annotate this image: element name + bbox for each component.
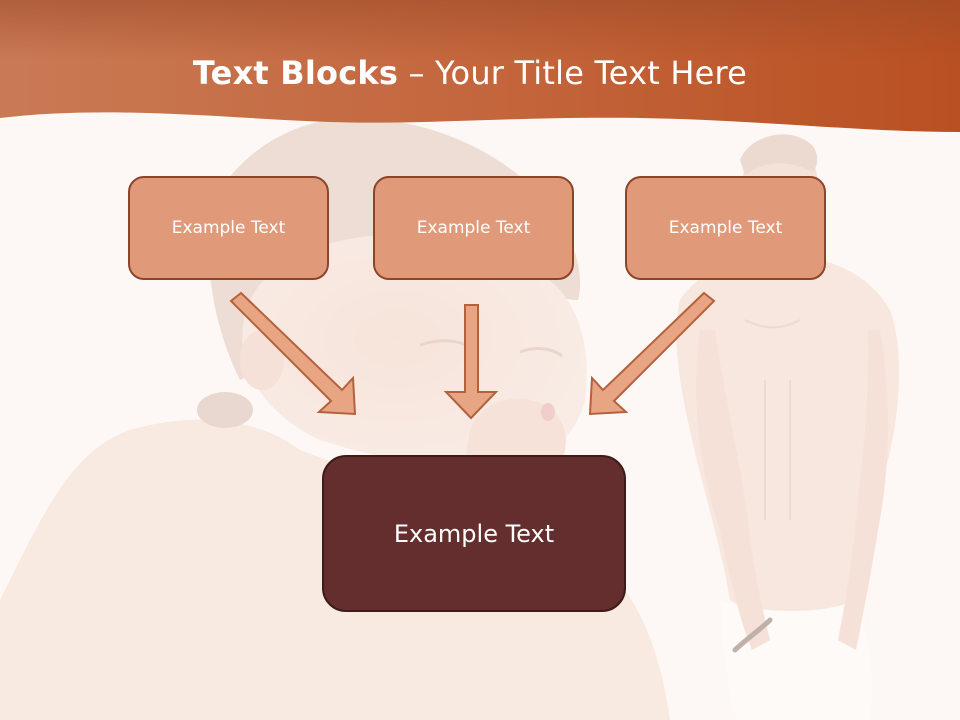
text-box-left-label: Example Text <box>171 218 286 238</box>
arrow-left-diagonal <box>229 291 357 416</box>
text-box-main[interactable]: Example Text <box>322 455 626 612</box>
text-box-center-label: Example Text <box>416 218 531 238</box>
title-bold-part: Text Blocks <box>192 54 399 92</box>
text-box-main-label: Example Text <box>393 519 555 548</box>
text-box-right[interactable]: Example Text <box>625 176 826 280</box>
text-box-center[interactable]: Example Text <box>373 176 574 280</box>
title-rest-part: – Your Title Text Here <box>398 54 748 92</box>
text-box-left[interactable]: Example Text <box>128 176 329 280</box>
text-box-right-label: Example Text <box>668 218 783 238</box>
slide-title: Text Blocks – Your Title Text Here <box>0 54 940 92</box>
arrow-center-down <box>443 304 499 420</box>
arrow-right-diagonal <box>588 291 716 416</box>
